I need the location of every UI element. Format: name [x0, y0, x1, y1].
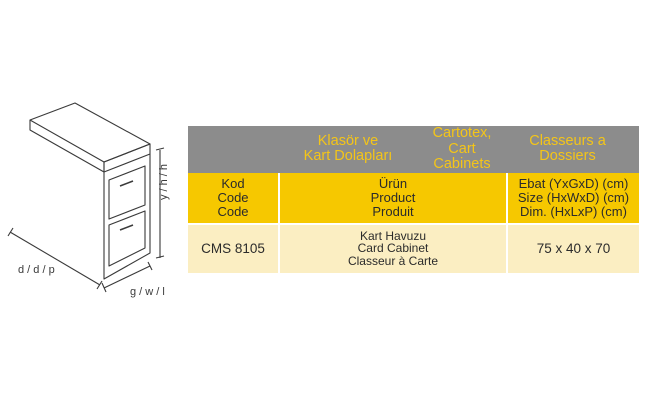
size-label-fr: Dim. (HxLxP) (cm) [520, 203, 627, 219]
drawer-lower [108, 210, 146, 267]
product-name-en: Card Cabinet [357, 241, 429, 256]
subheader-product: Ürün Product Produit [278, 172, 506, 223]
height-label: y / h / h [158, 163, 171, 201]
code-label-tr: Kod [221, 175, 245, 191]
code-label-fr: Code [217, 203, 249, 219]
product-label-tr: Ürün [378, 175, 408, 191]
row-product: Kart Havuzu Card Cabinet Classeur à Cart… [278, 222, 506, 273]
cabinet-top [29, 102, 151, 163]
header-2-line-1: Cartotex, Cart [432, 125, 492, 157]
depth-label: d / d / p [18, 264, 55, 276]
width-label: g / w / l [130, 286, 165, 298]
product-name-fr: Classeur à Carte [347, 254, 439, 269]
subheader-code: Kod Code Code [188, 172, 278, 223]
drawer-upper [108, 165, 146, 220]
table-row: CMS 8105 Kart Havuzu Card Cabinet Classe… [188, 222, 639, 273]
cabinet-drawing [7, 102, 165, 293]
header-row: Klasör ve Kart Dolapları Cartotex, Cart … [188, 125, 639, 173]
header-3-line-2: Dossiers [539, 148, 596, 165]
spec-table: Klasör ve Kart Dolapları Cartotex, Cart … [188, 125, 639, 273]
header-cell-3: Classeurs a Dossiers [506, 126, 639, 173]
header-1-line-1: Klasör ve [317, 132, 379, 149]
row-size: 75 x 40 x 70 [506, 222, 639, 273]
product-label-fr: Produit [372, 203, 414, 219]
header-2-line-2: Cabinets [433, 156, 491, 173]
product-label-en: Product [370, 189, 416, 205]
header-3-line-1: Classeurs a [529, 132, 606, 149]
cabinet-side [29, 120, 105, 173]
header-cell-2: Cartotex, Cart Cabinets [278, 125, 506, 173]
code-label-en: Code [217, 189, 249, 205]
subheader-row: Kod Code Code Ürün Product Produit Ebat … [188, 172, 639, 223]
row-code: CMS 8105 [188, 222, 278, 273]
product-name-tr: Kart Havuzu [359, 228, 427, 243]
header-cell-1: Klasör ve Kart Dolapları [188, 126, 392, 173]
size-label-en: Size (HxWxD) (cm) [517, 189, 630, 205]
cabinet-front [103, 143, 151, 280]
size-label-tr: Ebat (YxGxD) (cm) [518, 175, 629, 191]
header-1-line-2: Kart Dolapları [303, 148, 393, 165]
subheader-size: Ebat (YxGxD) (cm) Size (HxWxD) (cm) Dim.… [506, 172, 639, 223]
